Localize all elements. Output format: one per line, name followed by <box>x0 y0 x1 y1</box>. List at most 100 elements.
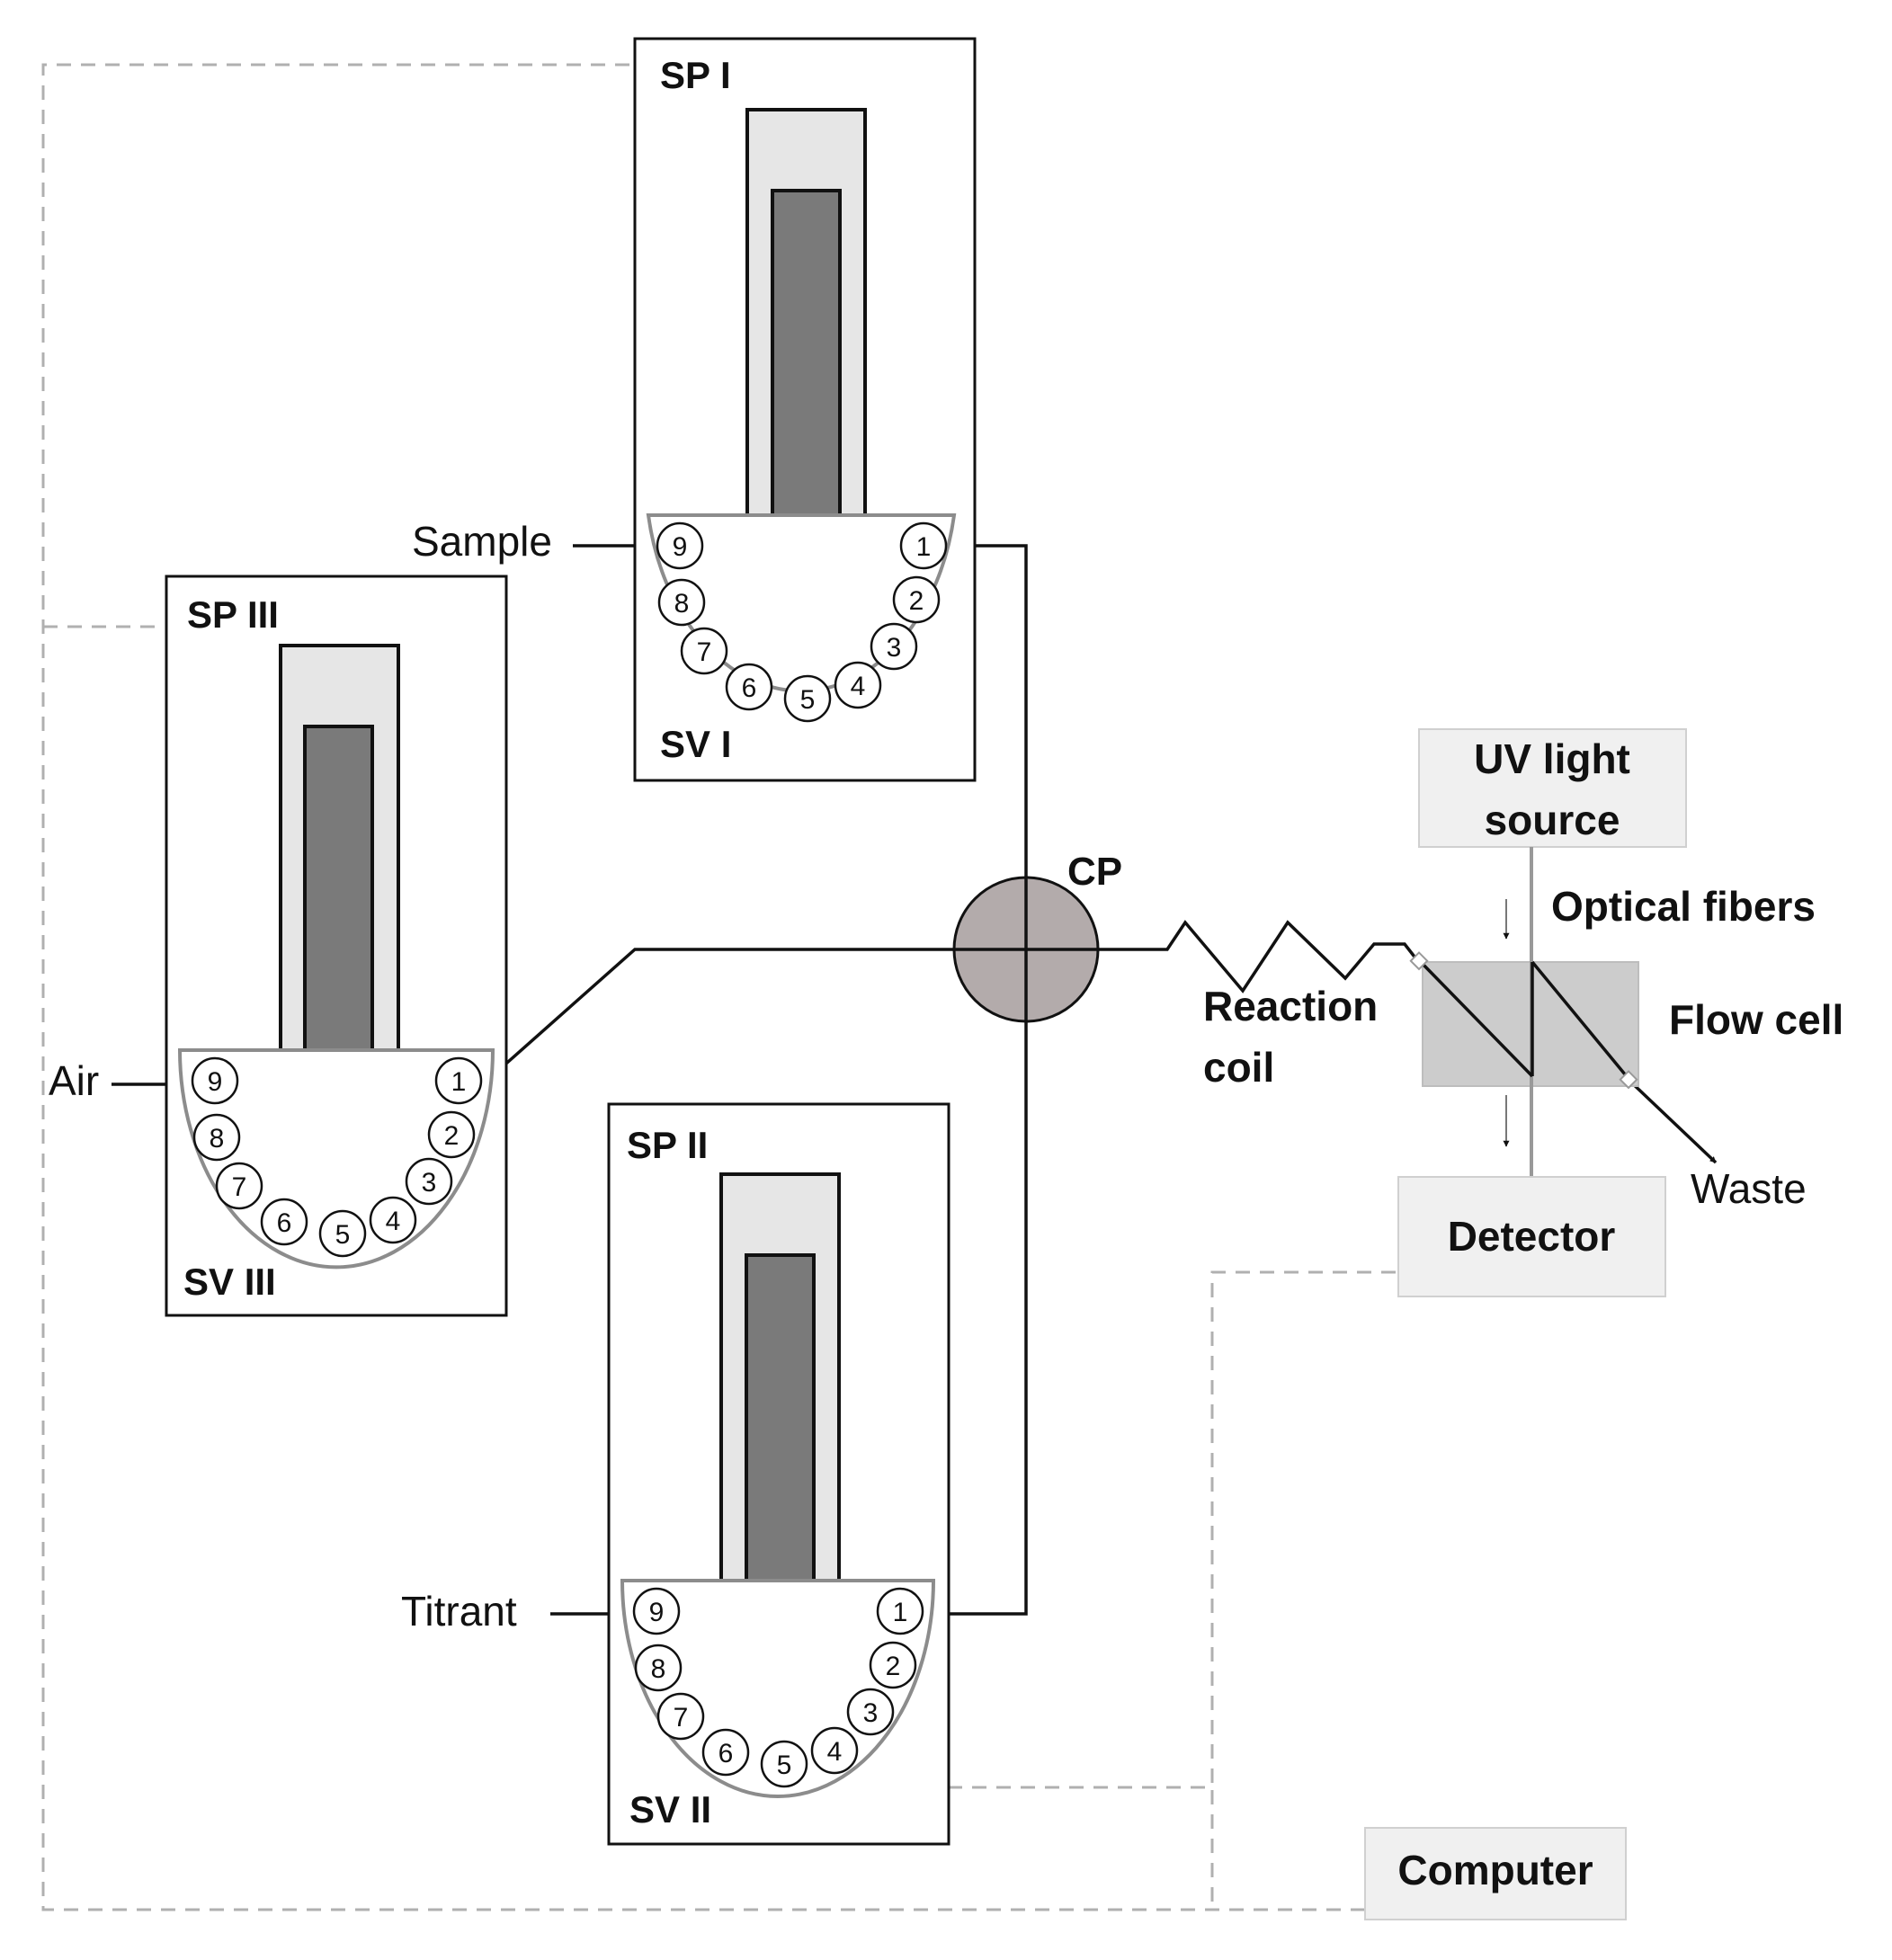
control-line-detector <box>1210 1270 1396 1787</box>
valve-port-9: 9 <box>632 1587 681 1635</box>
port-circle <box>899 521 948 570</box>
computer-box <box>1364 1827 1627 1920</box>
port-circle <box>725 663 773 711</box>
tube-sv1-to-cp <box>952 544 1028 949</box>
valve-port-5: 5 <box>760 1740 808 1788</box>
port-circle <box>318 1209 367 1258</box>
syringe-plunger <box>771 189 842 520</box>
port-circle <box>760 1740 808 1788</box>
waste-label: Waste <box>1691 1165 1807 1212</box>
port-circle <box>876 1587 924 1635</box>
flow-path-segment-3 <box>1531 960 1631 1082</box>
valve-port-2: 2 <box>869 1641 917 1689</box>
valve-port-4: 4 <box>834 661 882 709</box>
valve-port-5: 5 <box>318 1209 367 1258</box>
port-circle <box>892 575 941 624</box>
valve-port-4: 4 <box>810 1726 859 1775</box>
valve-port-6: 6 <box>260 1198 308 1246</box>
port-number: 2 <box>909 586 924 616</box>
port-number: 7 <box>674 1703 689 1733</box>
port-circle <box>656 1692 705 1741</box>
port-number: 7 <box>232 1172 247 1202</box>
port-circle <box>192 1113 241 1162</box>
valve-port-6: 6 <box>725 663 773 711</box>
valve-label: SV I <box>660 723 731 765</box>
port-circle <box>427 1110 476 1159</box>
computer-label: Computer <box>1397 1847 1593 1893</box>
port-number: 4 <box>827 1737 843 1767</box>
port-number: 5 <box>777 1751 792 1780</box>
syringe-plunger <box>745 1253 816 1584</box>
syringe-plunger <box>303 725 374 1056</box>
tube-sv2-to-cp <box>926 949 1028 1616</box>
port-circle <box>783 674 832 723</box>
port-circle <box>215 1162 263 1210</box>
valve-port-8: 8 <box>657 578 706 627</box>
flow-path-segment-1 <box>1417 958 1534 1078</box>
valve-port-2: 2 <box>427 1110 476 1159</box>
port-number: 6 <box>277 1208 292 1238</box>
valve-label: SV III <box>183 1261 276 1303</box>
port-circle <box>434 1056 483 1105</box>
port-circle <box>680 627 728 675</box>
port-number: 8 <box>651 1654 666 1684</box>
port-number: 4 <box>851 672 866 701</box>
port-number: 1 <box>451 1067 467 1097</box>
port-circle <box>260 1198 308 1246</box>
port-circle <box>846 1688 895 1736</box>
valve-port-3: 3 <box>846 1688 895 1736</box>
port-number: 1 <box>916 532 932 562</box>
port-number: 2 <box>444 1121 460 1151</box>
port-circle <box>810 1726 859 1775</box>
valve-port-6: 6 <box>701 1728 750 1777</box>
port-number: 5 <box>335 1220 351 1250</box>
port-number: 9 <box>208 1067 223 1097</box>
port-circle <box>870 622 918 671</box>
flow-cell-label: Flow cell <box>1669 996 1843 1043</box>
valve-port-9: 9 <box>656 521 704 570</box>
port-circle <box>634 1644 683 1692</box>
valve-port-7: 7 <box>215 1162 263 1210</box>
valve-port-8: 8 <box>634 1644 683 1692</box>
port-number: 2 <box>886 1652 901 1681</box>
tube-sv3-to-cp <box>482 948 1026 1085</box>
air-label: Air <box>49 1057 99 1104</box>
tube-to-waste <box>1626 1077 1718 1164</box>
flow-cell-outlet-fitting <box>1619 1070 1638 1090</box>
port-circle <box>369 1196 417 1244</box>
control-line-sp1 <box>41 63 1367 1911</box>
valve-port-2: 2 <box>892 575 941 624</box>
valve-port-1: 1 <box>434 1056 483 1105</box>
valve-port-7: 7 <box>680 627 728 675</box>
port-number: 7 <box>697 637 712 667</box>
port-number: 4 <box>386 1207 401 1236</box>
pump-label: SP I <box>660 54 731 96</box>
port-number: 3 <box>422 1168 437 1198</box>
port-number: 8 <box>674 589 690 619</box>
optical-setup: UV light source Optical fibers Flow cell… <box>1397 728 1843 1297</box>
confluence-point: CP <box>952 850 1122 1023</box>
control-line-sp2 <box>948 1786 1214 1910</box>
port-number: 9 <box>649 1598 665 1627</box>
detector-label: Detector <box>1448 1213 1616 1260</box>
titrant-label: Titrant <box>401 1588 517 1635</box>
port-circle <box>632 1587 681 1635</box>
reaction-coil-tube <box>1096 920 1419 993</box>
valve-port-5: 5 <box>783 674 832 723</box>
port-circle <box>191 1056 239 1105</box>
flow-cell-inlet-fitting <box>1409 951 1429 971</box>
port-circle <box>656 521 704 570</box>
port-number: 6 <box>718 1739 734 1768</box>
confluence-label: CP <box>1067 850 1122 894</box>
uv-light-source-box <box>1418 728 1687 848</box>
valve-port-4: 4 <box>369 1196 417 1244</box>
valve-port-7: 7 <box>656 1692 705 1741</box>
optical-fibers-label: Optical fibers <box>1551 883 1816 930</box>
port-circle <box>869 1641 917 1689</box>
valve-port-1: 1 <box>876 1587 924 1635</box>
